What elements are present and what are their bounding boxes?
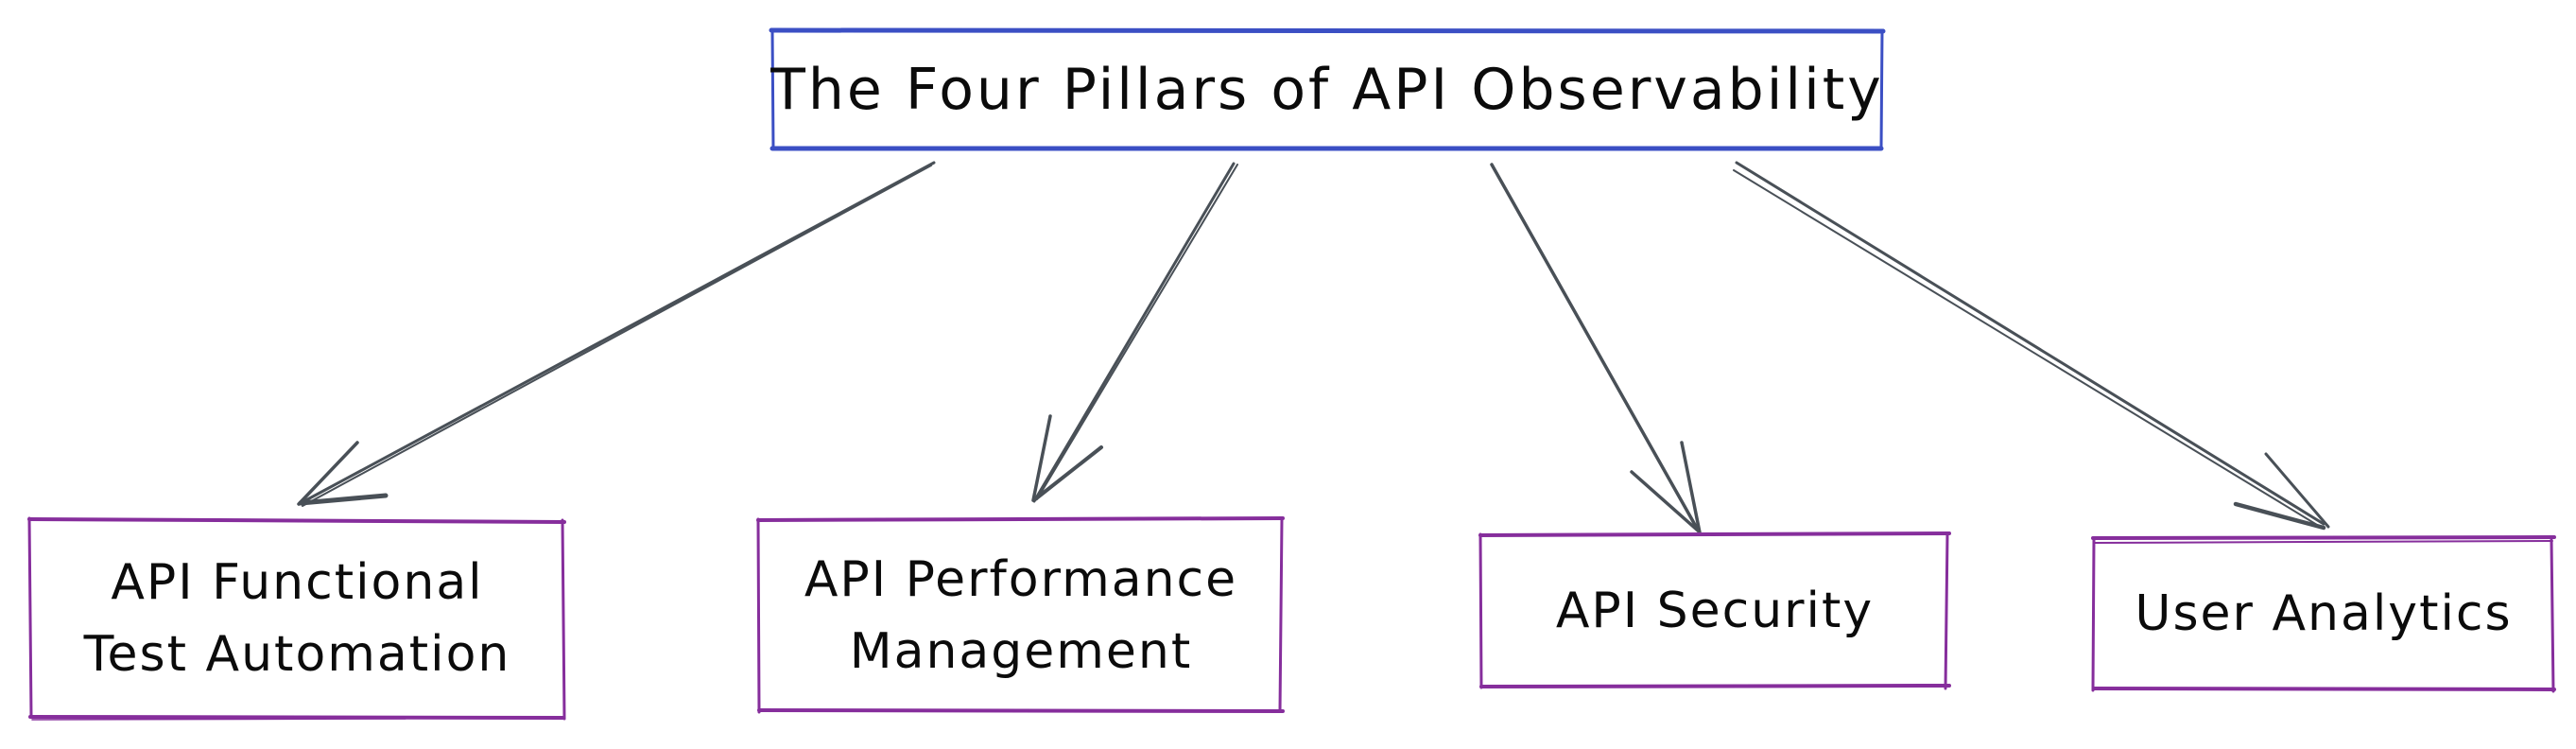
pillar-label: API Performance Management: [804, 550, 1238, 680]
pillar-label: API Functional Test Automation: [83, 554, 511, 683]
pillar-functional-test-automation: API Functional Test Automation: [27, 516, 567, 721]
diagram-title: The Four Pillars of API Observability: [770, 56, 1884, 123]
arrow-to-api-security: [1490, 163, 1702, 534]
pillar-label: User Analytics: [2135, 585, 2513, 642]
pillar-user-analytics: User Analytics: [2091, 535, 2556, 693]
pillar-performance-management: API Performance Management: [756, 516, 1286, 714]
arrow-to-functional-test-automation: [297, 161, 936, 507]
title-box: The Four Pillars of API Observability: [769, 27, 1886, 151]
arrow-to-performance-management: [1031, 162, 1238, 503]
pillar-label: API Security: [1555, 583, 1875, 639]
pillar-api-security: API Security: [1478, 531, 1951, 690]
arrow-to-user-analytics: [1733, 161, 2330, 531]
